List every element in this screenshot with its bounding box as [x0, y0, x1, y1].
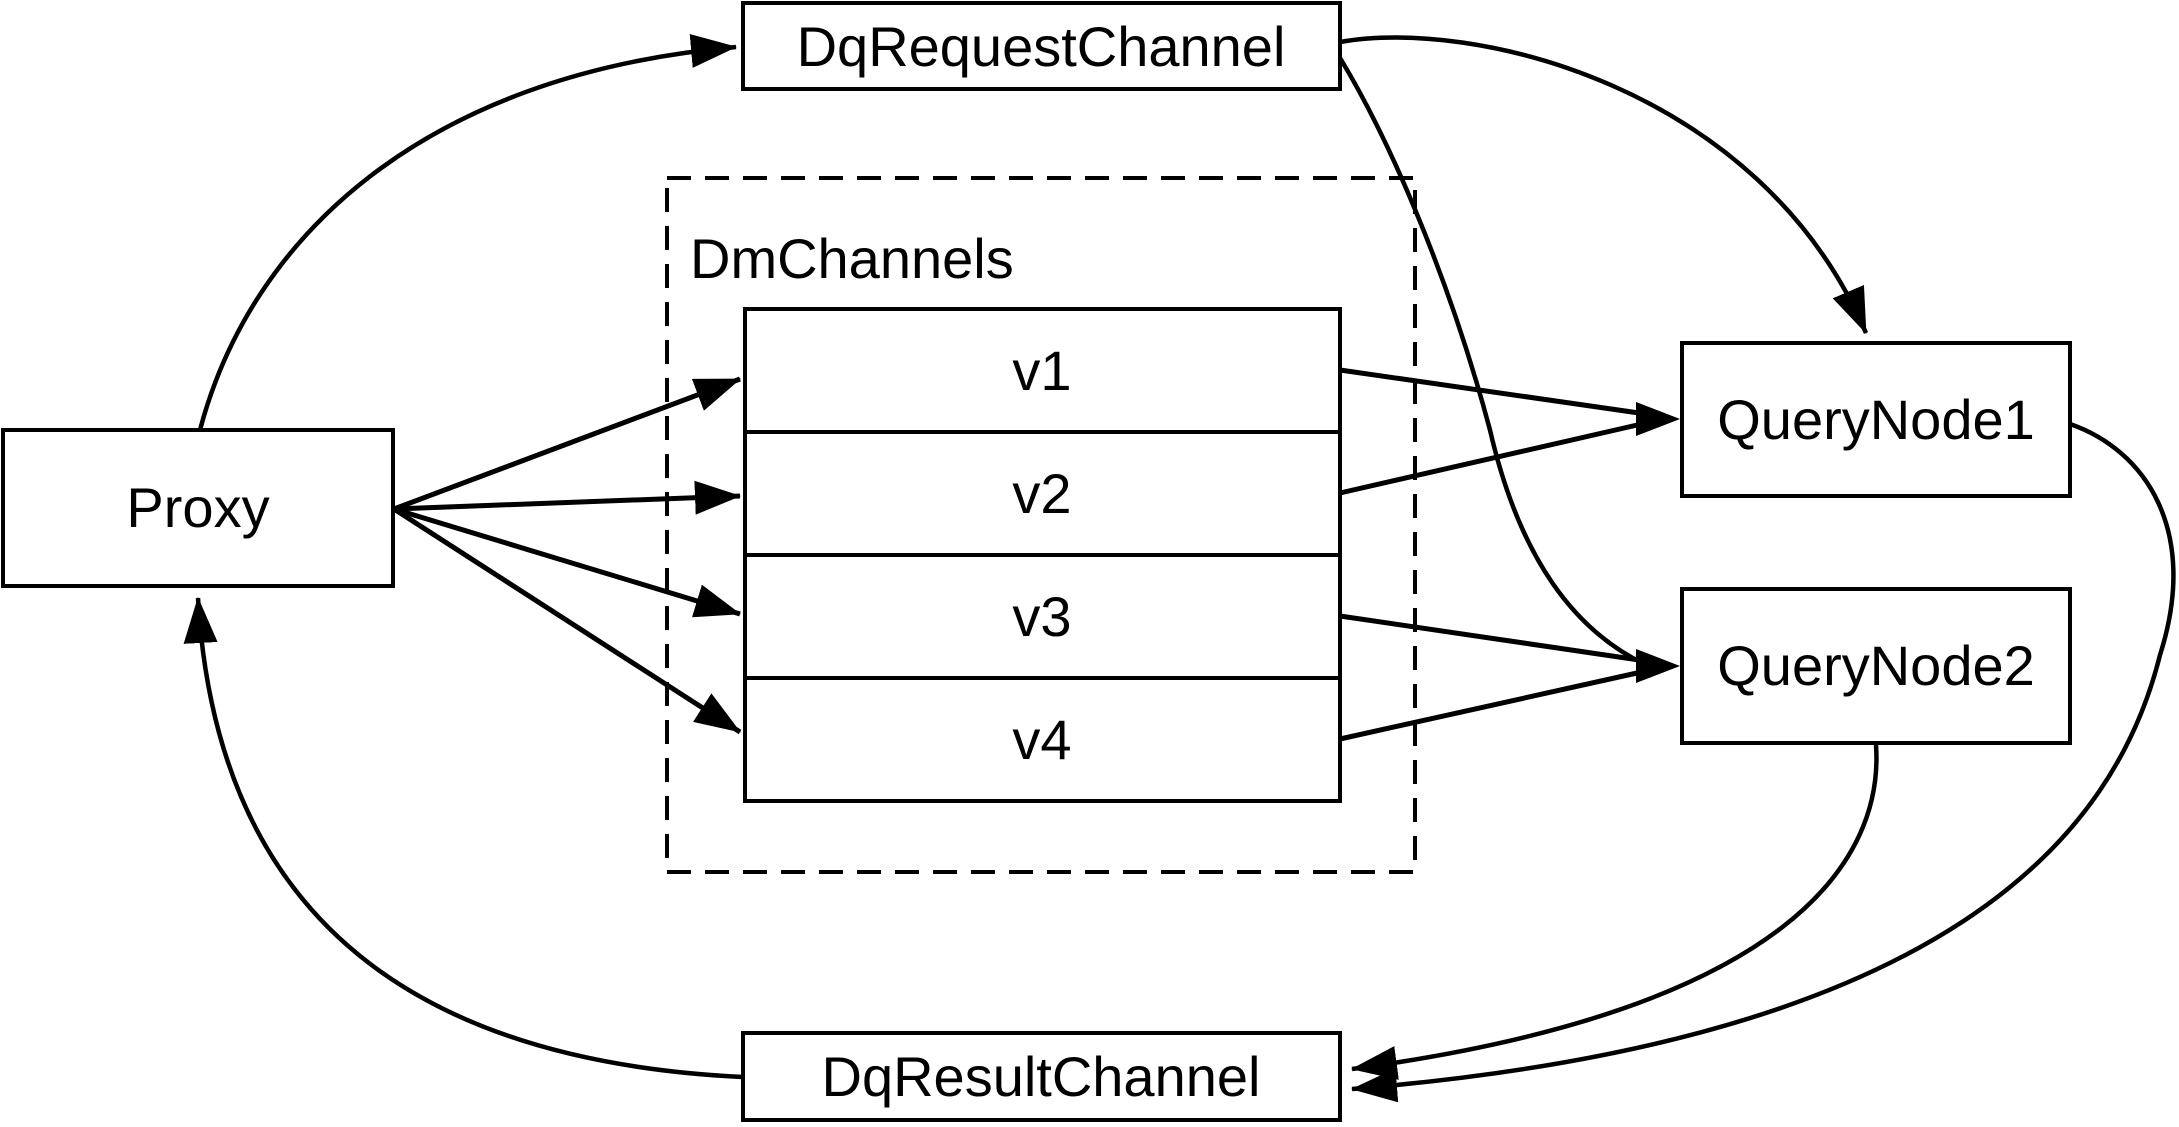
query-node-2-label: QueryNode2: [1717, 634, 2035, 697]
edge-proxy-to-v3: [393, 506, 741, 618]
edge-v4-to-query-node-2: [1339, 668, 1647, 742]
channel-v4-label: v4: [1012, 708, 1071, 771]
channel-v1-label: v1: [1012, 339, 1071, 402]
edge-query-node-2-to-dq-result: [1351, 744, 1879, 1080]
edge-proxy-to-v4: [392, 506, 742, 735]
query-node-1-label: QueryNode1: [1717, 388, 2035, 451]
dm-channels-label: DmChannels: [690, 227, 1014, 290]
edge-dq-request-to-query-node-1: [1339, 35, 1869, 334]
query-node-1-box: [1680, 341, 2072, 498]
edge-v2-to-query-node-1: [1339, 420, 1647, 496]
edge-proxy-to-v2: [393, 480, 741, 515]
dq-request-channel-label: DqRequestChannel: [797, 15, 1286, 78]
arrowhead-into-query-node-1: [1636, 402, 1680, 436]
proxy-box: [1, 428, 395, 588]
proxy-label: Proxy: [126, 476, 269, 539]
edge-v3-to-query-node-2: [1339, 613, 1647, 664]
edge-dq-result-to-proxy: [183, 597, 744, 1080]
dq-request-channel-box: [741, 1, 1342, 91]
edge-proxy-to-v1: [393, 376, 741, 512]
channel-v2-label: v2: [1012, 462, 1071, 525]
edge-dq-request-to-query-node-2: [1338, 56, 1645, 667]
edge-query-node-1-to-dq-result: [1351, 421, 2176, 1103]
channel-v3-label: v3: [1012, 585, 1071, 648]
edge-v1-to-query-node-1: [1339, 367, 1647, 417]
query-node-2-box: [1680, 587, 2072, 745]
edge-proxy-to-dq-request: [197, 34, 737, 431]
dq-result-channel-box: [741, 1031, 1342, 1122]
dq-result-channel-label: DqResultChannel: [822, 1045, 1261, 1108]
arrowhead-into-query-node-2: [1636, 649, 1680, 683]
